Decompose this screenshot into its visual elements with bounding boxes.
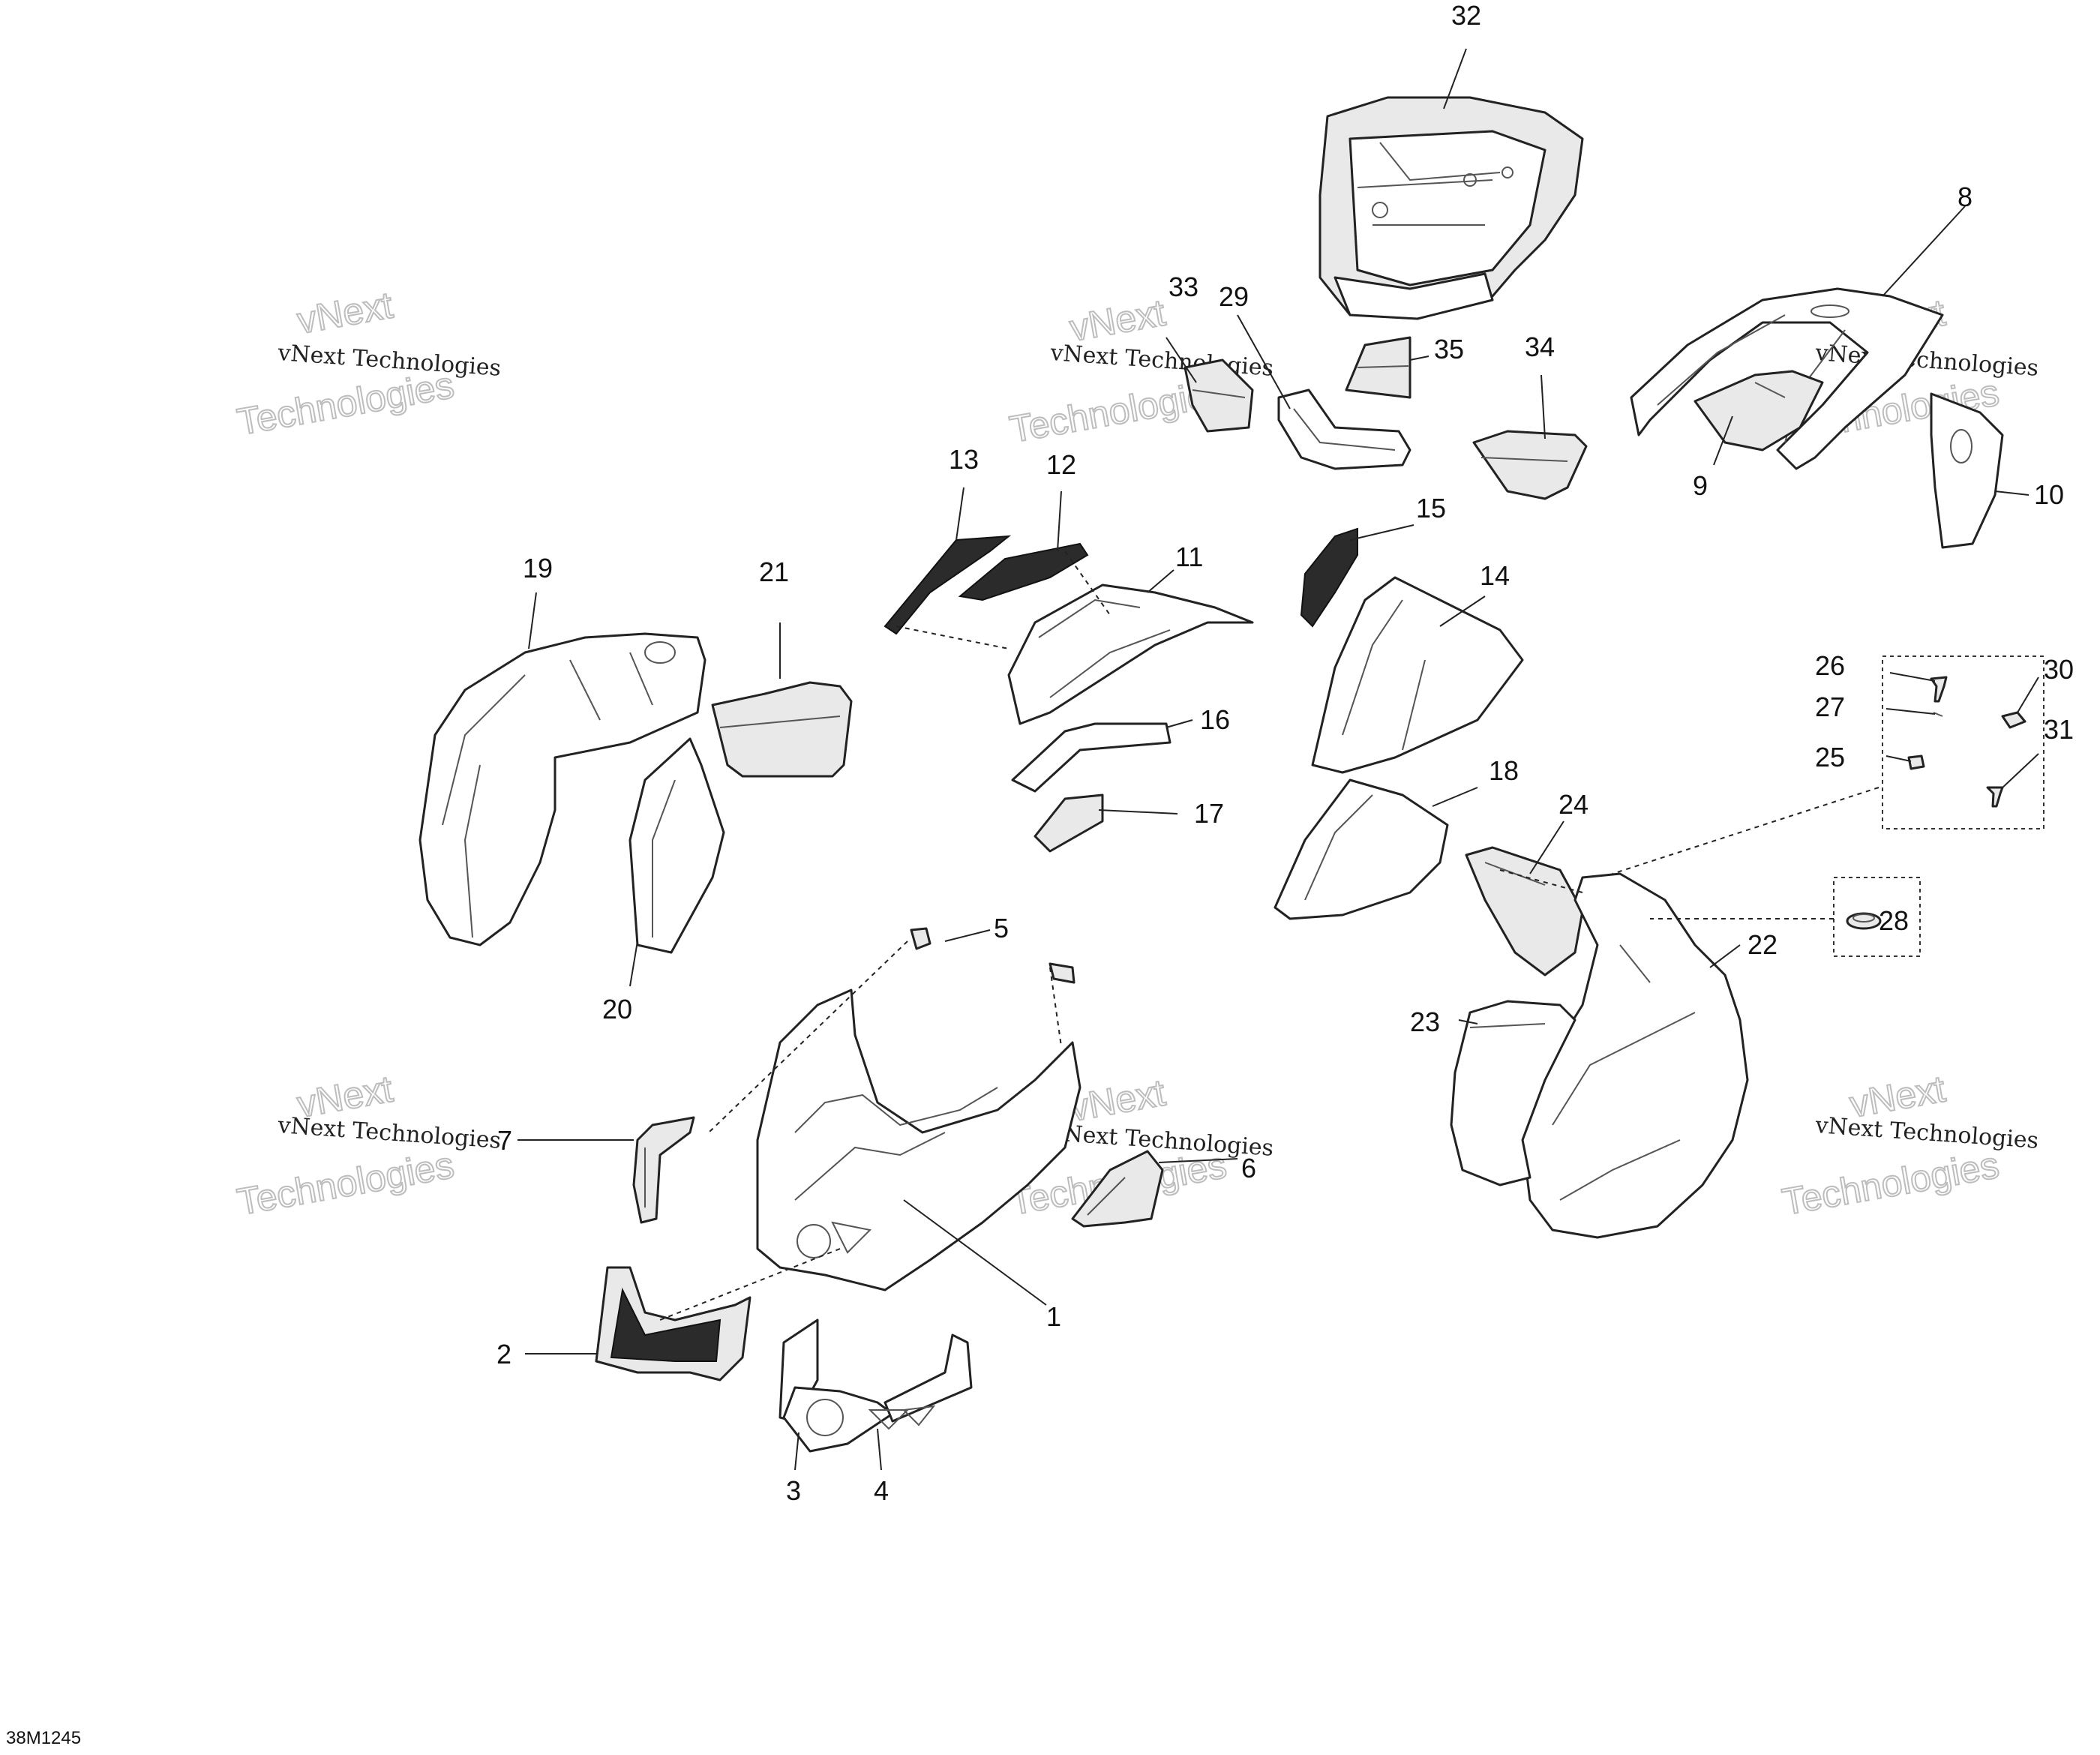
part-10 [1930, 392, 2004, 549]
part-14 [1311, 576, 1524, 774]
callout-9: 9 [1693, 470, 1708, 501]
callout-25: 25 [1815, 742, 1845, 772]
callout-22: 22 [1748, 929, 1778, 960]
part-34 [1472, 430, 1588, 500]
svg-text:vNext: vNext [1066, 291, 1168, 349]
watermark-1: vNext Technologies vNext Technologies [233, 283, 502, 443]
part-12-mesh-grille [958, 542, 1089, 602]
part-1-nose-panel [756, 988, 1082, 1292]
svg-text:vNext Technologies: vNext Technologies [1814, 1112, 2039, 1154]
part-23 [1450, 1000, 1576, 1186]
callout-14: 14 [1480, 560, 1510, 591]
watermark-4: vNext Technologies vNext Technologies [233, 1066, 502, 1223]
callout-13: 13 [949, 444, 979, 475]
callout-1: 1 [1046, 1301, 1061, 1332]
callout-18: 18 [1489, 755, 1519, 786]
callout-31: 31 [2044, 714, 2074, 745]
callout-4: 4 [874, 1475, 889, 1506]
part-18 [1274, 778, 1449, 920]
callout-32: 32 [1451, 0, 1481, 31]
callout-24: 24 [1558, 789, 1588, 820]
part-19 [418, 632, 706, 946]
callout-35: 35 [1434, 334, 1464, 364]
leader-lines [518, 48, 2039, 1471]
part-17 [1034, 794, 1104, 853]
part-32-headlight-housing [1318, 96, 1584, 320]
part-35 [1345, 336, 1412, 399]
svg-text:Technologies: Technologies [234, 1144, 457, 1223]
svg-text:vNext: vNext [294, 284, 396, 341]
callout-labels: 1 2 3 4 5 6 7 8 9 10 11 12 13 14 15 16 1… [496, 0, 2074, 1506]
svg-text:vNext: vNext [1066, 1071, 1168, 1129]
callout-2: 2 [496, 1339, 512, 1370]
part-4 [868, 1334, 973, 1430]
part-8 [1630, 287, 1944, 470]
callout-26: 26 [1815, 650, 1845, 681]
callout-20: 20 [602, 994, 632, 1024]
callout-7: 7 [497, 1125, 512, 1156]
part-15-mesh-grille [1300, 527, 1358, 628]
part-28-grommet-box [1833, 877, 1921, 957]
part-20 [628, 737, 725, 954]
callout-23: 23 [1410, 1006, 1440, 1037]
part-31-screw [1986, 786, 2004, 808]
assembly-lines [659, 550, 1880, 1321]
callout-6: 6 [1241, 1153, 1256, 1184]
callout-8: 8 [1958, 182, 1972, 212]
callout-15: 15 [1416, 493, 1446, 524]
callout-3: 3 [786, 1475, 801, 1506]
callout-5: 5 [994, 913, 1009, 944]
part-22 [1521, 872, 1749, 1239]
drawing-code: 38M1245 [6, 1728, 81, 1748]
svg-text:vNext Technologies: vNext Technologies [1048, 340, 1274, 382]
part-21 [711, 681, 853, 778]
callout-27: 27 [1815, 692, 1845, 722]
svg-text:Technologies: Technologies [1779, 1144, 2002, 1223]
callout-11: 11 [1175, 542, 1203, 572]
callout-17: 17 [1194, 798, 1224, 829]
part-16 [1011, 722, 1172, 793]
part-2-lower-grille [595, 1266, 752, 1382]
callout-34: 34 [1525, 332, 1555, 362]
part-33 [1184, 358, 1254, 433]
part-27-washer [1933, 712, 1943, 717]
hardware-kit-box [1882, 656, 2044, 830]
part-7 [632, 1116, 695, 1224]
callout-30: 30 [2044, 654, 2074, 685]
part-30-clip [2001, 711, 2026, 729]
part-11 [1007, 584, 1254, 725]
part-24 [1465, 846, 1584, 976]
part-26-screw [1930, 676, 1948, 703]
part-6 [1071, 1150, 1164, 1228]
callout-33: 33 [1168, 272, 1198, 302]
callout-12: 12 [1046, 449, 1076, 480]
svg-text:vNext Technologies: vNext Technologies [276, 1112, 502, 1154]
callout-19: 19 [523, 553, 553, 584]
callout-21: 21 [759, 556, 789, 587]
part-3 [778, 1318, 894, 1453]
watermark-6: vNext Technologies vNext Technologies [1778, 1066, 2039, 1223]
part-5-fasteners [910, 927, 1076, 984]
callout-16: 16 [1200, 704, 1230, 735]
callout-10: 10 [2034, 479, 2064, 510]
part-29 [1277, 388, 1412, 470]
part-25-nut [1907, 754, 1925, 770]
callout-29: 29 [1219, 281, 1249, 312]
callout-28: 28 [1879, 905, 1909, 936]
